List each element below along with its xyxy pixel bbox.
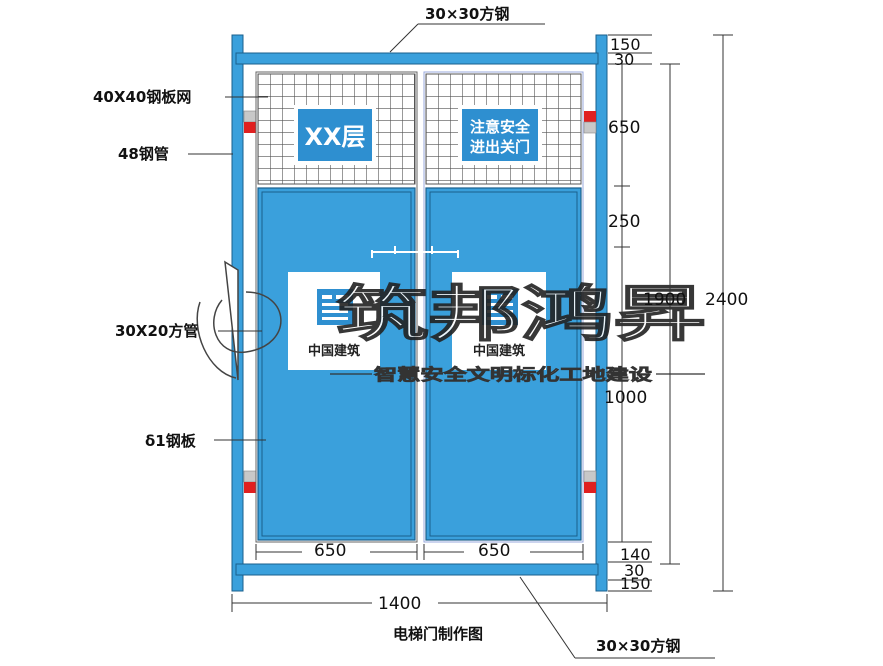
- label-tube: 30X20方管: [115, 322, 198, 340]
- hinge: [583, 121, 597, 134]
- safety-sign-line2: 进出关门: [470, 138, 530, 156]
- label-plate: δ1钢板: [145, 432, 197, 450]
- hinge: [583, 470, 597, 483]
- bottom-rail: [235, 563, 599, 576]
- safety-sign-inner: [462, 109, 538, 161]
- dim-150-bottom: 150: [620, 574, 651, 593]
- dim-140: 140: [620, 545, 651, 564]
- dim-250: 250: [608, 212, 640, 232]
- dim-30-top: 30: [614, 50, 634, 69]
- hinge: [584, 111, 596, 122]
- label-pipe48: 48钢管: [118, 145, 169, 163]
- safety-sign-line1: 注意安全: [470, 118, 531, 136]
- left-panel: [257, 187, 416, 541]
- hinge: [244, 482, 256, 493]
- hinge: [243, 110, 257, 123]
- leader-lines: [188, 23, 715, 659]
- handle-mark: [371, 246, 459, 258]
- right-panel-inner: [429, 191, 578, 537]
- watermark-subtext: 智慧安全文明标化工地建设: [374, 365, 653, 384]
- dim-650-right: 650: [478, 541, 510, 561]
- label-top-steel: 30×30方钢: [425, 5, 509, 23]
- label-bottom-steel: 30×30方钢: [596, 637, 680, 655]
- right-logo-text: 中国建筑: [473, 343, 525, 359]
- left-logo-mark-detail: [322, 295, 348, 320]
- drawing-caption: 电梯门制作图: [393, 625, 483, 643]
- bottom-dimension-lines: [231, 544, 608, 612]
- dim-30-bottom: 30: [624, 561, 644, 580]
- dim-650-left: 650: [314, 541, 346, 561]
- left-panel-inner: [261, 191, 412, 537]
- watermark-emblem: [196, 260, 282, 381]
- dim-1900: 1900: [643, 290, 686, 310]
- right-post: [595, 34, 608, 592]
- right-panel: [425, 187, 582, 541]
- label-mesh: 40X40钢板网: [93, 88, 191, 106]
- dim-650: 650: [608, 118, 640, 138]
- floor-sign-text: XX层: [304, 123, 365, 151]
- dim-2400: 2400: [705, 290, 748, 310]
- left-leaf-outline: [255, 71, 418, 543]
- dim-1000: 1000: [604, 388, 647, 408]
- dim-150-top: 150: [610, 35, 641, 54]
- dim-1400: 1400: [378, 594, 421, 614]
- watermark-text: 筑邦鸿昇: [336, 280, 706, 350]
- hinge: [243, 470, 257, 483]
- hinge: [584, 482, 596, 493]
- top-rail: [235, 52, 599, 65]
- hinge: [244, 122, 256, 133]
- right-dimension-lines: [608, 34, 733, 592]
- left-logo-text: 中国建筑: [308, 343, 360, 359]
- right-logo-mark-detail: [487, 295, 513, 320]
- floor-sign-inner: [298, 109, 372, 161]
- right-leaf-outline: [423, 71, 584, 543]
